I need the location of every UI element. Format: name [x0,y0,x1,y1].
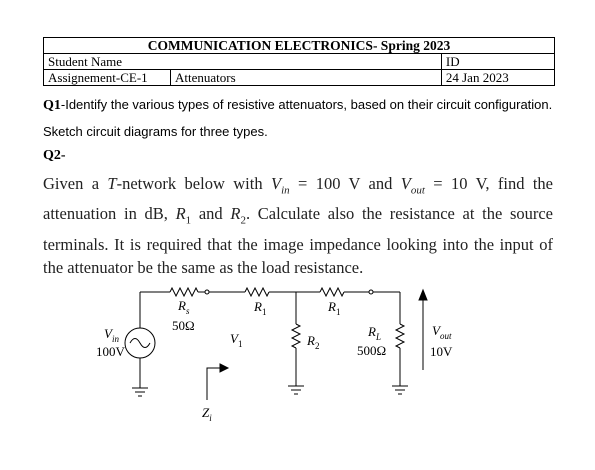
vin-value: 100V [96,344,126,359]
assignment-name: Assignement-CE-1 [43,69,171,86]
assignment-topic: Attenuators [170,69,442,86]
q2-label: Q2- [43,148,66,163]
vout-value: 10V [430,344,453,359]
rs-resistor [169,286,199,298]
r1-left-resistor [244,286,270,298]
assignment-date: 24 Jan 2023 [440,69,556,86]
rl-value: 500Ω [357,343,386,358]
q1-text: -Identify the various types of resistive… [43,97,553,139]
rs-label: Rs [177,298,190,316]
r1-right-label: R1 [327,299,340,317]
zi-label: Zi [202,405,212,423]
r1-left-label: R1 [253,299,266,317]
rl-resistor [394,323,406,349]
rl-label: RL [367,324,381,342]
rs-value: 50Ω [172,318,195,333]
question-2-text: Given a T-network below with Vin = 100 V… [43,174,554,277]
header-table: COMMUNICATION ELECTRONICS- Spring 2023 S… [43,37,556,86]
question-1: Q1-Identify the various types of resisti… [43,92,563,145]
q1-label: Q1 [43,98,61,113]
r2-label: R2 [306,333,319,351]
r2-resistor [290,323,302,349]
vout-label: Vout [432,323,452,341]
v1-label: V1 [230,331,242,349]
vin-label: Vin [104,326,119,344]
r1-right-resistor [319,286,345,298]
